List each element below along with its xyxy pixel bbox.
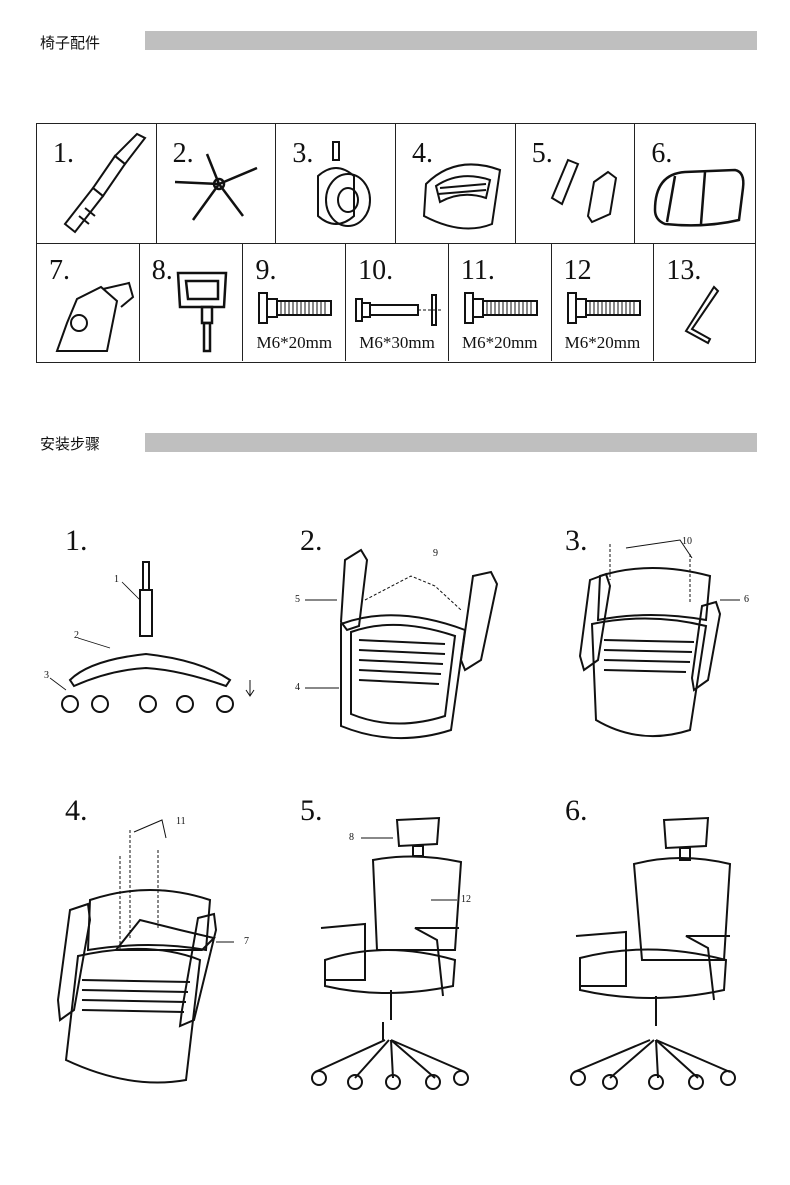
step-number: 3.: [565, 524, 588, 557]
callout-label: 10: [682, 536, 692, 547]
chair-base-icon: [157, 124, 277, 243]
tilt-mechanism-icon: [37, 243, 140, 361]
part-number: 2.: [172, 138, 194, 169]
step-number: 4.: [65, 794, 88, 827]
parts-section-title: 椅子配件: [40, 34, 101, 52]
part-number: 4.: [412, 138, 434, 169]
step-2: 2. 9 5 4: [265, 520, 515, 770]
part-cell-13: 13.: [654, 243, 755, 361]
callout-label: 8: [349, 832, 354, 843]
callout-label: 9: [433, 548, 438, 559]
part-number: 12: [563, 255, 592, 286]
callout-label: 5: [295, 594, 300, 605]
step-5: 5. 8 12: [265, 790, 515, 1040]
part-cell-5: 5.: [516, 124, 636, 243]
part-number: 9.: [255, 255, 277, 286]
base-assembly-illustration: [30, 520, 280, 770]
callout-label: 3: [44, 670, 49, 681]
callout-label: 2: [74, 630, 79, 641]
parts-table: 1. 2. 3. 4. 5. 6. 7. 8.: [36, 123, 756, 363]
seat-cushion-icon: [635, 124, 755, 243]
step-3: 3. 10 6: [530, 520, 780, 770]
screw-icon: [243, 243, 346, 361]
callout-label: 1: [114, 574, 119, 585]
step-4: 4. 11 7: [30, 790, 280, 1040]
caster-wheel-icon: [276, 124, 396, 243]
headrest-mount-illustration: [265, 790, 515, 1090]
screw-size-label: M6*20mm: [256, 333, 333, 352]
step-number: 1.: [65, 524, 88, 557]
step-number: 6.: [565, 794, 588, 827]
callout-label: 6: [744, 594, 749, 605]
screw-size-label: M6*20mm: [461, 333, 538, 352]
part-number: 3.: [292, 138, 314, 169]
part-cell-12: 12 M6*20mm: [552, 243, 655, 361]
part-cell-9: 9. M6*20mm: [243, 243, 347, 361]
part-cell-6: 6.: [635, 124, 755, 243]
callout-label: 7: [244, 936, 249, 947]
parts-row: 1. 2. 3. 4. 5. 6.: [37, 124, 755, 244]
screw-icon: [552, 243, 655, 361]
screw-icon: [449, 243, 552, 361]
part-number: 5.: [531, 138, 553, 169]
part-cell-1: 1.: [37, 124, 157, 243]
screw-size-label: M6*20mm: [564, 333, 641, 352]
part-number: 1.: [53, 138, 74, 169]
part-cell-4: 4.: [396, 124, 516, 243]
callout-label: 4: [295, 682, 300, 693]
mechanism-mount-illustration: [30, 790, 280, 1090]
section-divider-bar: [145, 31, 757, 50]
backrest-armrest-illustration: [265, 520, 515, 770]
armrest-brackets-icon: [516, 124, 636, 243]
part-cell-11: 11. M6*20mm: [449, 243, 552, 361]
callout-label: 11: [176, 816, 186, 827]
allen-key-icon: [654, 243, 755, 361]
part-cell-3: 3.: [276, 124, 397, 243]
parts-row: 7. 8. 9. M6*20mm 10. M6*30mm 11. M6*20mm…: [37, 243, 755, 361]
step-number: 2.: [300, 524, 323, 557]
part-number: 13.: [666, 255, 702, 286]
part-cell-10: 10. M6*30mm: [346, 243, 449, 361]
part-number: 6.: [651, 138, 673, 169]
gas-cylinder-icon: [37, 124, 157, 243]
step-6: 6.: [530, 790, 780, 1040]
part-number: 8.: [151, 255, 173, 286]
part-cell-7: 7.: [37, 243, 140, 361]
part-cell-2: 2.: [157, 124, 277, 243]
section-divider-bar: [145, 433, 757, 452]
part-number: 7.: [49, 255, 70, 286]
headrest-icon: [140, 243, 244, 361]
part-number: 11.: [460, 255, 495, 286]
step-1: 1. 1 2 3: [30, 520, 280, 770]
screw-size-label: M6*30mm: [359, 333, 435, 352]
part-cell-8: 8.: [140, 243, 244, 361]
part-number: 10.: [358, 255, 394, 286]
backrest-icon: [396, 124, 516, 243]
screw-washer-icon: [346, 243, 449, 361]
finished-chair-illustration: [530, 790, 780, 1090]
steps-section-title: 安装步骤: [40, 435, 101, 453]
seat-armrest-illustration: [530, 520, 780, 770]
callout-label: 12: [461, 894, 471, 905]
step-number: 5.: [300, 794, 323, 827]
